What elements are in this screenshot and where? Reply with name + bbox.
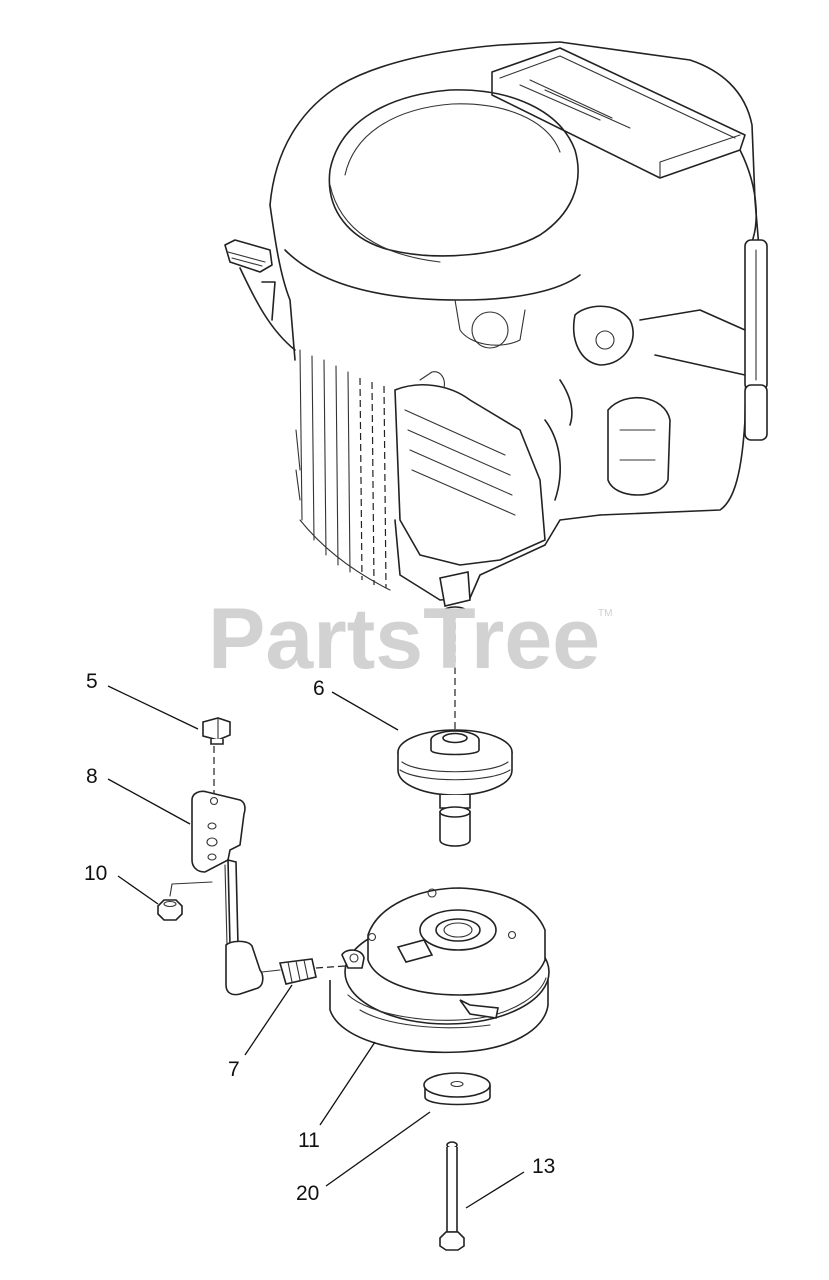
pulley-part-6[interactable] [397,729,513,847]
electric-clutch-part-11[interactable] [329,887,550,1054]
callout-7: 7 [228,1058,240,1081]
callout-8: 8 [86,765,98,788]
cylinder-fins [295,349,391,591]
watermark-trademark: TM [598,608,612,619]
callout-6: 6 [313,677,325,700]
clutch-wire-harness [225,940,281,996]
partstree-watermark: PartsTree TM [208,591,612,687]
callout-labels: 5 6 8 10 7 11 20 13 [84,670,555,1205]
bracket-part-8[interactable] [191,790,246,946]
leader-lines [107,685,525,1209]
callout-5: 5 [86,670,98,693]
washer-part-20[interactable] [423,1072,491,1106]
bolt-part-13[interactable] [439,1141,465,1251]
callout-11: 11 [298,1129,320,1152]
connector-line [315,965,346,969]
callout-13: 13 [532,1155,555,1178]
bolt-part-5[interactable] [202,717,231,745]
watermark-text: PartsTree [208,591,600,687]
engine-drawing [224,41,768,618]
callout-10: 10 [84,862,107,885]
connector-part-7[interactable] [278,958,317,985]
nut-axis-line [169,881,213,897]
nut-part-10[interactable] [157,899,183,921]
callout-20: 20 [296,1182,319,1205]
